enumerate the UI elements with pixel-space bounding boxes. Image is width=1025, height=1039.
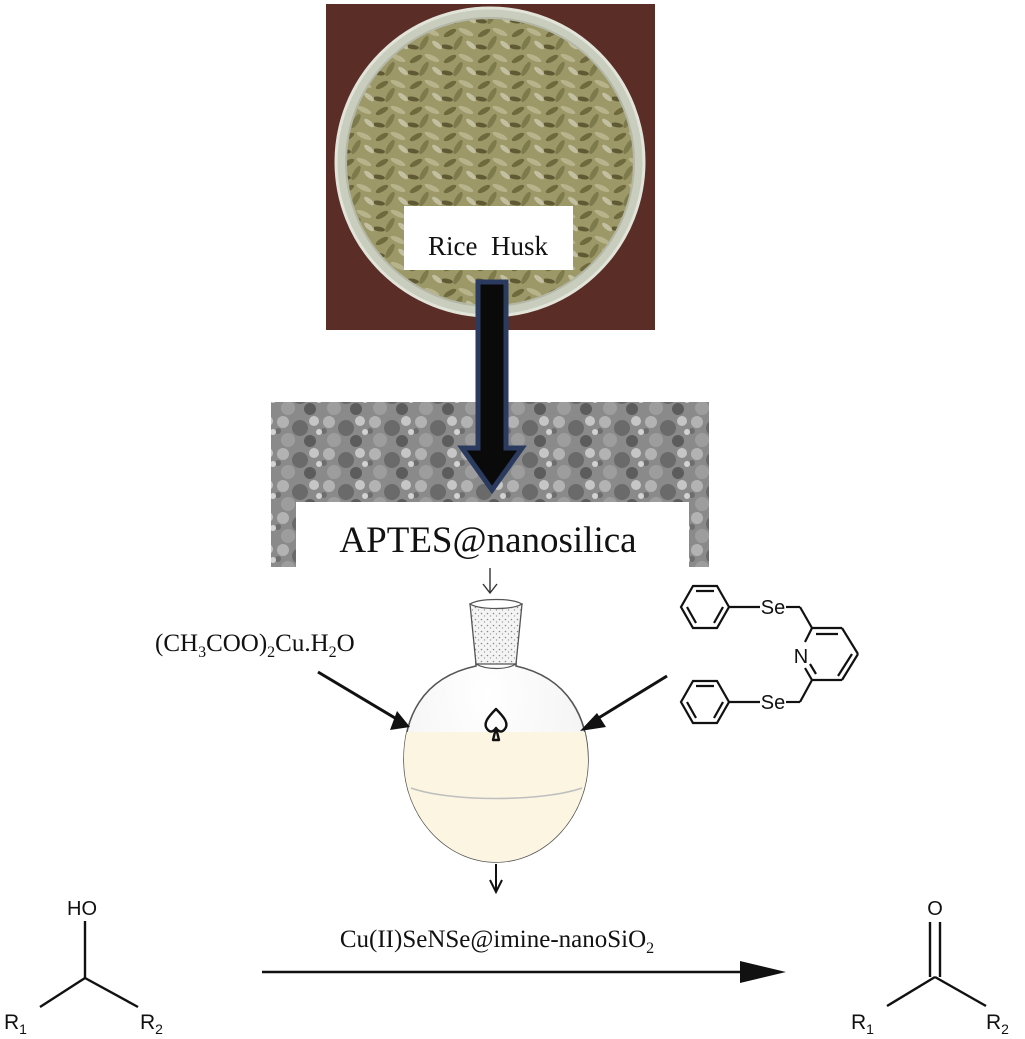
rice-husk-label-box xyxy=(404,206,573,270)
alcohol-r1-label: R1 xyxy=(4,1011,27,1037)
arrow-copper-to-flask xyxy=(317,670,406,726)
secondary-alcohol-structure xyxy=(39,921,139,1009)
ketone-structure xyxy=(886,922,987,1008)
big-down-arrow xyxy=(457,279,527,495)
ligand-se-bottom: Se xyxy=(761,692,785,714)
catalyst-label: Cu(II)SeNSe@imine-nanoSiO2 xyxy=(340,926,654,957)
senSe-ligand-structure xyxy=(679,584,859,725)
ligand-nitrogen: N xyxy=(794,646,808,668)
alcohol-r2-label: R2 xyxy=(140,1011,163,1037)
alcohol-oh-label: HO xyxy=(67,898,97,920)
ketone-r1-label: R1 xyxy=(851,1011,874,1037)
stir-bar-icon xyxy=(484,707,508,742)
ketone-o-label: O xyxy=(927,898,943,920)
copper-acetate-label: (CH3COO)2Cu.H2O xyxy=(155,630,355,661)
arrow-ligand-to-flask xyxy=(591,674,668,724)
aptes-label-box xyxy=(296,502,689,567)
ketone-r2-label: R2 xyxy=(986,1011,1009,1037)
round-bottom-flask xyxy=(403,598,589,863)
rice-husk-label: Rice Husk xyxy=(428,231,548,261)
small-arrow-to-flask-head xyxy=(482,583,498,595)
aptes-label: APTES@nanosilica xyxy=(339,520,636,561)
ligand-se-top: Se xyxy=(761,597,785,619)
